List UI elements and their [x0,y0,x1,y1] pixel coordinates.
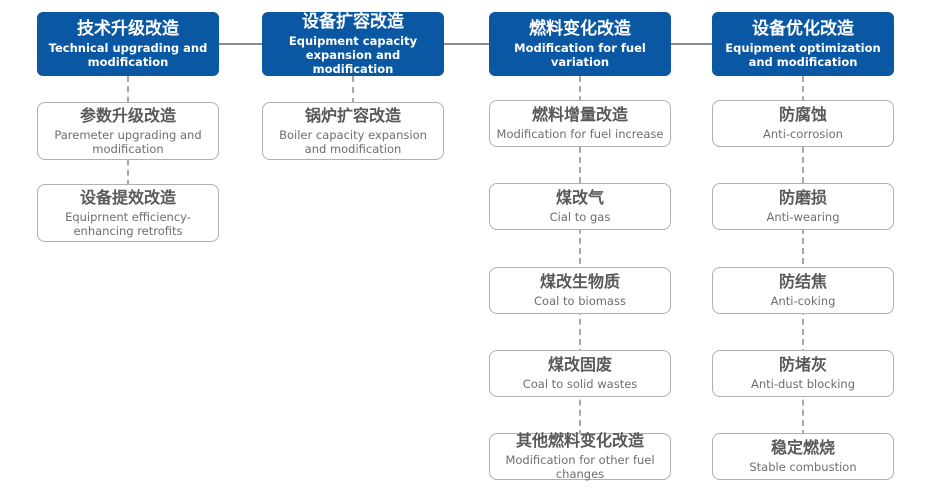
header-title-zh: 燃料变化改造 [529,18,631,39]
node-subtitle-en: Paremeter upgrading and modification [54,127,202,156]
node-title-zh: 煤改生物质 [539,272,620,292]
node-subtitle-en: Modification for other fuel changes [505,453,655,482]
header-subtitle-en: Equipment optimization and modification [725,40,881,69]
node-title-zh: 设备提效改造 [79,187,176,207]
node-title-zh: 参数升级改造 [79,105,176,125]
column-dashed-connector [579,76,581,436]
column-dashed-connector [802,76,804,436]
header-title-zh: 技术升级改造 [77,18,179,39]
node-title-zh: 煤改固废 [547,355,612,375]
node-subtitle-en: Stable combustion [749,460,857,475]
node-title-zh: 稳定燃烧 [770,438,835,458]
node-title-zh: 其他燃料变化改造 [515,431,644,451]
column-equipment-optimization: 设备优化改造 Equipment optimization and modifi… [712,0,894,500]
header-technical-upgrading: 技术升级改造 Technical upgrading and modificat… [37,12,219,76]
node-subtitle-en: Coal to solid wastes [522,377,638,392]
node-title-zh: 防腐蚀 [778,105,827,125]
node-anti-corrosion: 防腐蚀 Anti-corrosion [712,100,894,147]
header-fuel-variation: 燃料变化改造 Modification for fuel variation [489,12,671,76]
header-title-zh: 设备优化改造 [752,18,854,39]
node-boiler-capacity-expansion: 锅炉扩容改造 Boiler capacity expansion and mod… [262,102,444,160]
column-fuel-variation: 燃料变化改造 Modification for fuel variation 燃… [489,0,671,500]
node-subtitle-en: Anti-corrosion [763,127,843,142]
column-technical-upgrading: 技术升级改造 Technical upgrading and modificat… [37,0,219,500]
node-anti-wearing: 防磨损 Anti-wearing [712,183,894,230]
header-subtitle-en: Modification for fuel variation [514,40,646,69]
header-equipment-optimization: 设备优化改造 Equipment optimization and modifi… [712,12,894,76]
node-subtitle-en: Boiler capacity expansion and modificati… [279,127,427,156]
node-subtitle-en: Cial to gas [549,210,611,225]
node-subtitle-en: Coal to biomass [534,294,626,309]
node-subtitle-en: Modification for fuel increase [496,127,664,142]
node-title-zh: 防堵灰 [778,355,827,375]
header-connector-line [128,43,804,45]
header-title-zh: 设备扩容改造 [302,11,404,32]
header-subtitle-en: Equipment capacity expansion and modific… [288,33,418,76]
node-subtitle-en: Equiprnent efficiency-enhancing retrofit… [65,209,191,238]
node-coal-to-gas: 煤改气 Cial to gas [489,183,671,230]
node-coal-to-solid-wastes: 煤改固废 Coal to solid wastes [489,350,671,397]
node-title-zh: 煤改气 [555,188,604,208]
node-stable-combustion: 稳定燃烧 Stable combustion [712,433,894,480]
node-parameter-upgrading: 参数升级改造 Paremeter upgrading and modificat… [37,102,219,160]
column-equipment-capacity-expansion: 设备扩容改造 Equipment capacity expansion and … [262,0,444,500]
header-equipment-capacity-expansion: 设备扩容改造 Equipment capacity expansion and … [262,12,444,76]
node-anti-dust-blocking: 防堵灰 Anti-dust blocking [712,350,894,397]
node-subtitle-en: Anti-dust blocking [750,377,856,392]
column-dashed-connector [352,76,354,104]
header-subtitle-en: Technical upgrading and modification [48,40,208,69]
node-fuel-increase: 燃料增量改造 Modification for fuel increase [489,100,671,147]
node-other-fuel-changes: 其他燃料变化改造 Modification for other fuel cha… [489,431,671,482]
node-title-zh: 防结焦 [778,272,827,292]
node-title-zh: 燃料增量改造 [531,105,628,125]
node-coal-to-biomass: 煤改生物质 Coal to biomass [489,267,671,314]
node-title-zh: 防磨损 [778,188,827,208]
node-anti-coking: 防结焦 Anti-coking [712,267,894,314]
node-subtitle-en: Anti-coking [770,294,836,309]
node-equipment-efficiency: 设备提效改造 Equiprnent efficiency-enhancing r… [37,184,219,242]
node-subtitle-en: Anti-wearing [766,210,840,225]
node-title-zh: 锅炉扩容改造 [304,105,401,125]
